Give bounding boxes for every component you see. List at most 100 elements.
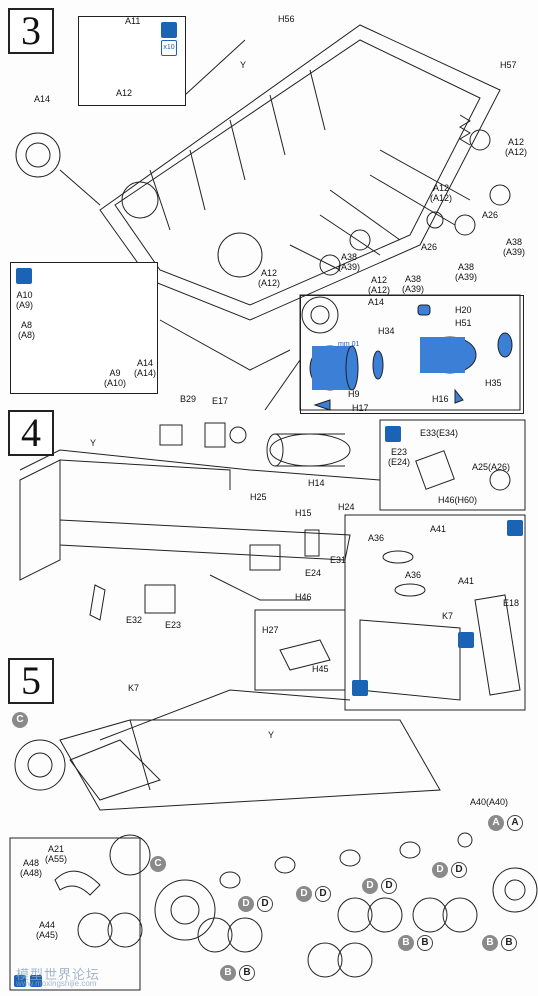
label-e24: E24 <box>305 568 322 578</box>
label-h27: H27 <box>262 625 279 635</box>
label-h46-60: H46(H60) <box>438 495 478 505</box>
label-a12-r2: A12 (A12) <box>430 183 453 203</box>
label-h25: H25 <box>250 492 267 502</box>
badge-d-3: D <box>362 878 378 894</box>
glue-icon <box>507 520 523 536</box>
badge-a: A <box>488 815 504 831</box>
mm-note: mm 01 <box>338 341 360 348</box>
badge-b-1: B <box>220 965 236 981</box>
label-a38-m2: A38 (A39) <box>402 274 425 294</box>
badge-d-3-outline: D <box>381 878 397 894</box>
badge-d-4: D <box>432 862 448 878</box>
label-a21: A21 (A55) <box>45 844 68 864</box>
badge-a-outline: A <box>507 815 523 831</box>
label-a36-2: A36 <box>405 570 422 580</box>
step-5-number: 5 <box>8 658 54 704</box>
label-h24: H24 <box>338 502 355 512</box>
glue-icon <box>14 975 26 987</box>
times-ten-icon: x10 <box>161 40 177 56</box>
label-y: Y <box>240 60 247 70</box>
label-a36-1: A36 <box>368 533 385 543</box>
sprocket-c-bottom <box>154 879 216 941</box>
label-a12-r1: A12 (A12) <box>505 137 528 157</box>
label-e18: E18 <box>503 598 520 608</box>
label-a38-b: A38 (A39) <box>455 262 478 282</box>
label-a9: A9 (A10) <box>104 368 127 388</box>
label-h9: H9 <box>348 389 360 399</box>
label-h35: H35 <box>485 378 502 388</box>
a14-wheel-top <box>15 132 61 178</box>
badge-b-2: B <box>398 935 414 951</box>
label-h14: H14 <box>308 478 325 488</box>
label-a38-r1: A38 (A39) <box>503 237 526 257</box>
a14-wheel-bottom <box>301 296 339 334</box>
label-a12-inset: A12 <box>116 88 133 98</box>
watermark: 模型世界论坛 <box>16 967 101 982</box>
label-a26-r2: A26 <box>421 242 438 252</box>
watermark-url: www.moxingshijie.com <box>16 979 97 988</box>
badge-d-4-outline: D <box>451 862 467 878</box>
label-e17: E17 <box>212 396 229 406</box>
badge-d-1: D <box>238 896 254 912</box>
label-a8: A8 (A8) <box>18 320 36 340</box>
label-h57: H57 <box>500 60 517 70</box>
glue-icon <box>16 268 32 284</box>
label-b29: B29 <box>180 394 197 404</box>
label-e33: E33(E34) <box>420 428 459 438</box>
badge-b-2-outline: B <box>417 935 433 951</box>
badge-d-2-outline: D <box>315 886 331 902</box>
label-h20: H20 <box>455 305 472 315</box>
label-k7-4: K7 <box>442 611 454 621</box>
label-a14-bottom: A14 <box>368 297 385 307</box>
label-e31: E31 <box>330 555 347 565</box>
badge-b-1-outline: B <box>239 965 255 981</box>
label-a48: A48 (A48) <box>20 858 43 878</box>
label-e32: E32 <box>126 615 143 625</box>
label-e23-r: E23 (E24) <box>388 447 411 467</box>
label-h16: H16 <box>432 394 449 404</box>
label-a41-2: A41 <box>458 576 475 586</box>
label-h46: H46 <box>295 592 312 602</box>
label-a10: A10 (A9) <box>16 290 34 310</box>
step-4-number: 4 <box>8 410 54 456</box>
label-h56: H56 <box>278 14 295 24</box>
photo-etch-icon <box>352 680 368 696</box>
label-e23: E23 <box>165 620 182 630</box>
badge-d-2: D <box>296 886 312 902</box>
badge-d-1-outline: D <box>257 896 273 912</box>
badge-c-top: C <box>12 712 28 728</box>
label-a25: A25(A26) <box>472 462 511 472</box>
label-k7-5: K7 <box>128 683 140 693</box>
label-h34: H34 <box>378 326 395 336</box>
label-y-4: Y <box>90 438 97 448</box>
inset-a14-assembly <box>10 262 158 394</box>
label-y-5: Y <box>268 730 275 740</box>
label-a40: A40(A40) <box>470 797 509 807</box>
label-h15: H15 <box>295 508 312 518</box>
label-a26-r1: A26 <box>482 210 499 220</box>
badge-b-3: B <box>482 935 498 951</box>
label-a44: A44 (A45) <box>36 920 59 940</box>
glue-icon <box>161 22 177 38</box>
label-a14-top: A14 <box>34 94 51 104</box>
label-a11: A11 <box>125 16 141 26</box>
badge-b-3-outline: B <box>501 935 517 951</box>
sprocket-c-top <box>14 739 66 791</box>
label-a38-m1: A38 (A39) <box>338 252 361 272</box>
label-a41-1: A41 <box>430 524 447 534</box>
highlighted-parts <box>309 304 513 411</box>
label-a12-b1: A12 (A12) <box>258 268 281 288</box>
label-h17: H17 <box>352 403 369 413</box>
step-3-number: 3 <box>8 8 54 54</box>
photo-etch-icon <box>30 975 42 987</box>
badge-c-bottom: C <box>150 856 166 872</box>
photo-etch-icon <box>458 632 474 648</box>
label-h51: H51 <box>455 318 472 328</box>
label-h45: H45 <box>312 664 329 674</box>
glue-icon <box>385 426 401 442</box>
label-a12-b2: A12 (A12) <box>368 275 391 295</box>
idler-a <box>492 867 538 913</box>
label-a14-inset: A14 (A14) <box>134 358 157 378</box>
